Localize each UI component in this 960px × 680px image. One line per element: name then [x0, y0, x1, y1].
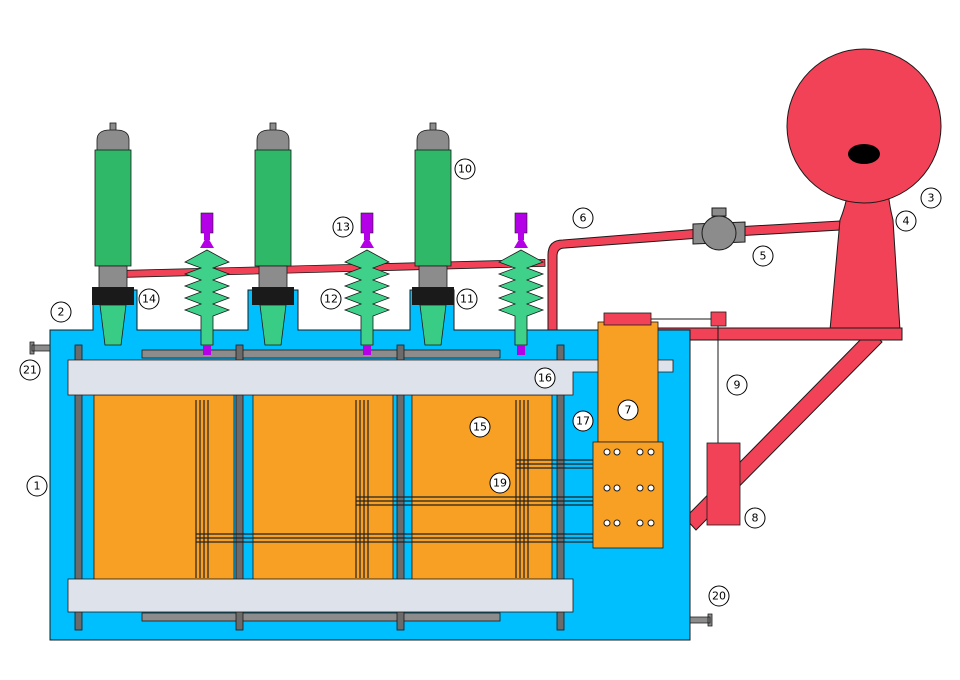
callout-6: 6: [572, 207, 594, 229]
svg-text:5: 5: [760, 250, 767, 263]
callout-3: 3: [920, 187, 942, 209]
lower-yoke-frame: [67, 578, 574, 613]
svg-text:11: 11: [460, 293, 474, 306]
tie-rod: [556, 344, 565, 631]
callout-10: 10: [454, 158, 476, 180]
svg-text:10: 10: [458, 163, 472, 176]
callout-9: 9: [726, 374, 748, 396]
svg-text:7: 7: [625, 404, 632, 417]
svg-text:4: 4: [903, 215, 910, 228]
bottom-clamp-plate: [141, 612, 501, 622]
svg-text:21: 21: [23, 364, 37, 377]
callout-1: 1: [26, 475, 48, 497]
conservator-support: [829, 184, 901, 331]
windings: [93, 394, 553, 581]
hv-bushing-3: [412, 122, 454, 346]
winding-leg-2: [252, 394, 394, 581]
callout-13: 13: [332, 216, 354, 238]
callout-16: 16: [534, 367, 556, 389]
tap-changer-cover: [603, 312, 652, 326]
svg-text:9: 9: [734, 379, 741, 392]
svg-text:3: 3: [928, 192, 935, 205]
callout-12: 12: [320, 288, 342, 310]
svg-text:19: 19: [493, 477, 507, 490]
callouts: 1 2 3 4 5 6 7 8 9 10 11 12 13 14 15 16 1…: [19, 158, 942, 607]
tie-rod: [235, 344, 244, 631]
drain-valve-bottom: [689, 613, 713, 627]
drain-valve-top: [29, 341, 51, 355]
svg-text:2: 2: [58, 306, 65, 319]
tap-changer: [597, 321, 659, 443]
hv-bushing-2: [252, 122, 294, 346]
svg-text:6: 6: [580, 212, 587, 225]
callout-2: 2: [50, 301, 72, 323]
lv-bushing-2: [343, 212, 391, 355]
svg-text:17: 17: [576, 415, 590, 428]
hv-bushing-flange: [92, 287, 134, 305]
svg-text:8: 8: [752, 512, 759, 525]
callout-15: 15: [469, 416, 491, 438]
callout-14: 14: [138, 288, 160, 310]
conservator: [786, 48, 942, 331]
lv-bushing-3: [497, 212, 545, 355]
svg-text:12: 12: [324, 293, 338, 306]
callout-21: 21: [19, 359, 41, 381]
callout-11: 11: [456, 288, 478, 310]
callout-5: 5: [752, 245, 774, 267]
winding-leads: [195, 400, 600, 578]
top-clamp-plate: [141, 349, 501, 359]
valve: [692, 207, 746, 251]
upper-yoke-frame: [67, 359, 674, 396]
callout-8: 8: [744, 507, 766, 529]
valve-ball: [701, 215, 737, 251]
svg-text:20: 20: [712, 590, 726, 603]
svg-text:14: 14: [142, 293, 156, 306]
callout-17: 17: [572, 410, 594, 432]
svg-text:16: 16: [538, 372, 552, 385]
motor-drive: [706, 442, 741, 526]
tie-rod: [396, 344, 405, 631]
hv-bushing-1: [92, 122, 134, 346]
svg-text:15: 15: [473, 421, 487, 434]
rear-busbar: [119, 258, 546, 278]
winding-leg-1: [93, 394, 235, 581]
callout-7: 7: [617, 399, 639, 421]
svg-text:13: 13: [336, 221, 350, 234]
bevel-gear-box: [710, 311, 727, 327]
tie-rods: [74, 344, 565, 631]
tie-rod: [74, 344, 83, 631]
tap-contacts: [603, 448, 655, 527]
callout-19: 19: [489, 472, 511, 494]
valve-stem: [711, 207, 727, 217]
callout-20: 20: [708, 585, 730, 607]
callout-4: 4: [895, 210, 917, 232]
tap-selector-box: [592, 441, 664, 549]
conservator-opening: [848, 144, 880, 164]
svg-text:1: 1: [34, 480, 41, 493]
lv-bushing-1: [183, 212, 231, 355]
conservator-drum: [786, 48, 942, 204]
